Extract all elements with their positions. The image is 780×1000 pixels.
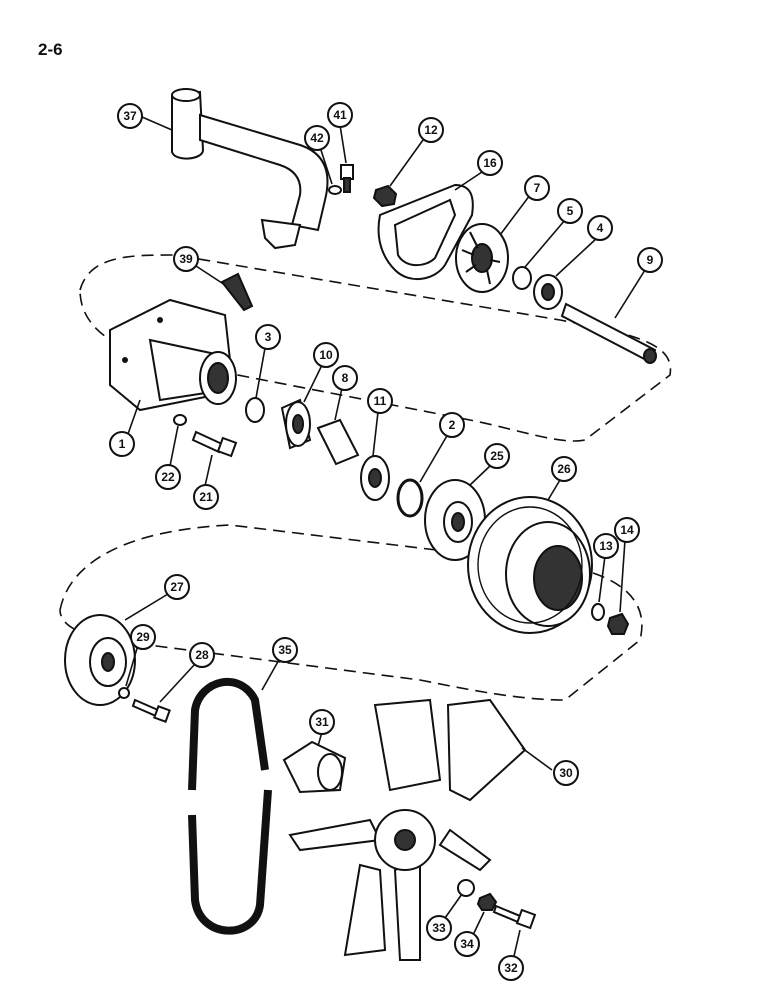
callout-5: 5 xyxy=(557,198,583,224)
svg-text:25: 25 xyxy=(490,449,504,463)
svg-text:12: 12 xyxy=(424,123,438,137)
svg-text:13: 13 xyxy=(599,539,613,553)
callout-29: 29 xyxy=(130,624,156,650)
svg-text:16: 16 xyxy=(483,156,497,170)
svg-text:26: 26 xyxy=(557,462,571,476)
callout-4: 4 xyxy=(587,215,613,241)
hub-25 xyxy=(424,479,486,561)
pulley-26 xyxy=(467,496,593,634)
impeller-7 xyxy=(455,223,509,293)
callout-8: 8 xyxy=(332,365,358,391)
svg-text:11: 11 xyxy=(374,394,387,408)
seal-3 xyxy=(245,397,265,423)
callout-11: 11 xyxy=(367,388,393,414)
svg-text:28: 28 xyxy=(195,648,209,662)
bolt-32 xyxy=(492,904,537,930)
svg-text:29: 29 xyxy=(136,630,150,644)
callout-30: 30 xyxy=(553,760,579,786)
fan-spacer-31 xyxy=(282,740,347,794)
water-outlet-pipe xyxy=(171,88,329,250)
svg-text:37: 37 xyxy=(123,109,137,123)
callout-22: 22 xyxy=(155,464,181,490)
svg-text:8: 8 xyxy=(342,371,349,385)
bolt-41 xyxy=(340,164,354,193)
svg-text:34: 34 xyxy=(460,937,474,951)
snap-ring-2 xyxy=(396,478,424,518)
svg-text:1: 1 xyxy=(119,437,126,451)
bolt-21 xyxy=(191,430,238,458)
callout-33: 33 xyxy=(426,915,452,941)
seal-5 xyxy=(512,266,532,290)
pump-housing-1 xyxy=(109,298,237,412)
callout-42: 42 xyxy=(304,125,330,151)
svg-text:27: 27 xyxy=(170,580,184,594)
svg-text:21: 21 xyxy=(199,490,213,504)
bolt-28 xyxy=(131,698,171,723)
svg-text:2: 2 xyxy=(449,418,456,432)
nut-12 xyxy=(372,184,398,208)
svg-text:31: 31 xyxy=(315,715,329,729)
callout-34: 34 xyxy=(454,931,480,957)
fitting-39 xyxy=(220,272,254,312)
callout-27: 27 xyxy=(164,574,190,600)
washer-42 xyxy=(328,185,342,195)
callout-2: 2 xyxy=(439,412,465,438)
callout-1: 1 xyxy=(109,431,135,457)
callout-14: 14 xyxy=(614,517,640,543)
bearing-10 xyxy=(280,398,312,450)
svg-text:22: 22 xyxy=(161,470,175,484)
washer-22 xyxy=(173,414,187,426)
callout-12: 12 xyxy=(418,117,444,143)
callout-37: 37 xyxy=(117,103,143,129)
svg-text:3: 3 xyxy=(265,330,272,344)
callout-10: 10 xyxy=(313,342,339,368)
callout-28: 28 xyxy=(189,642,215,668)
shaft-9 xyxy=(560,302,657,364)
washer-13 xyxy=(591,603,605,621)
callout-35: 35 xyxy=(272,637,298,663)
page-number: 2-6 xyxy=(38,40,63,59)
svg-text:32: 32 xyxy=(504,961,518,975)
callout-41: 41 xyxy=(327,102,353,128)
fan-30 xyxy=(288,698,527,961)
svg-text:33: 33 xyxy=(432,921,446,935)
callout-39: 39 xyxy=(173,246,199,272)
callout-32: 32 xyxy=(498,955,524,981)
svg-text:9: 9 xyxy=(647,253,654,267)
bearing-4 xyxy=(533,274,563,310)
callout-3: 3 xyxy=(255,324,281,350)
svg-text:30: 30 xyxy=(559,766,573,780)
spacer-8 xyxy=(316,418,360,466)
callout-9: 9 xyxy=(637,247,663,273)
svg-text:4: 4 xyxy=(597,221,604,235)
svg-text:14: 14 xyxy=(620,523,634,537)
damper-27 xyxy=(64,614,136,706)
svg-text:7: 7 xyxy=(534,181,541,195)
svg-text:42: 42 xyxy=(310,131,324,145)
callout-25: 25 xyxy=(484,443,510,469)
washer-33 xyxy=(457,879,475,897)
bearing-11 xyxy=(360,455,390,501)
callout-31: 31 xyxy=(309,709,335,735)
callout-13: 13 xyxy=(593,533,619,559)
nut-34 xyxy=(476,892,498,911)
washer-29 xyxy=(118,687,130,699)
callout-26: 26 xyxy=(551,456,577,482)
callout-16: 16 xyxy=(477,150,503,176)
svg-text:39: 39 xyxy=(179,252,193,266)
belt-35 xyxy=(188,678,269,791)
svg-text:5: 5 xyxy=(567,204,574,218)
svg-text:35: 35 xyxy=(278,643,292,657)
svg-text:41: 41 xyxy=(333,108,347,122)
svg-text:10: 10 xyxy=(319,348,333,362)
callout-21: 21 xyxy=(193,484,219,510)
nut-14 xyxy=(606,612,630,635)
callout-7: 7 xyxy=(524,175,550,201)
